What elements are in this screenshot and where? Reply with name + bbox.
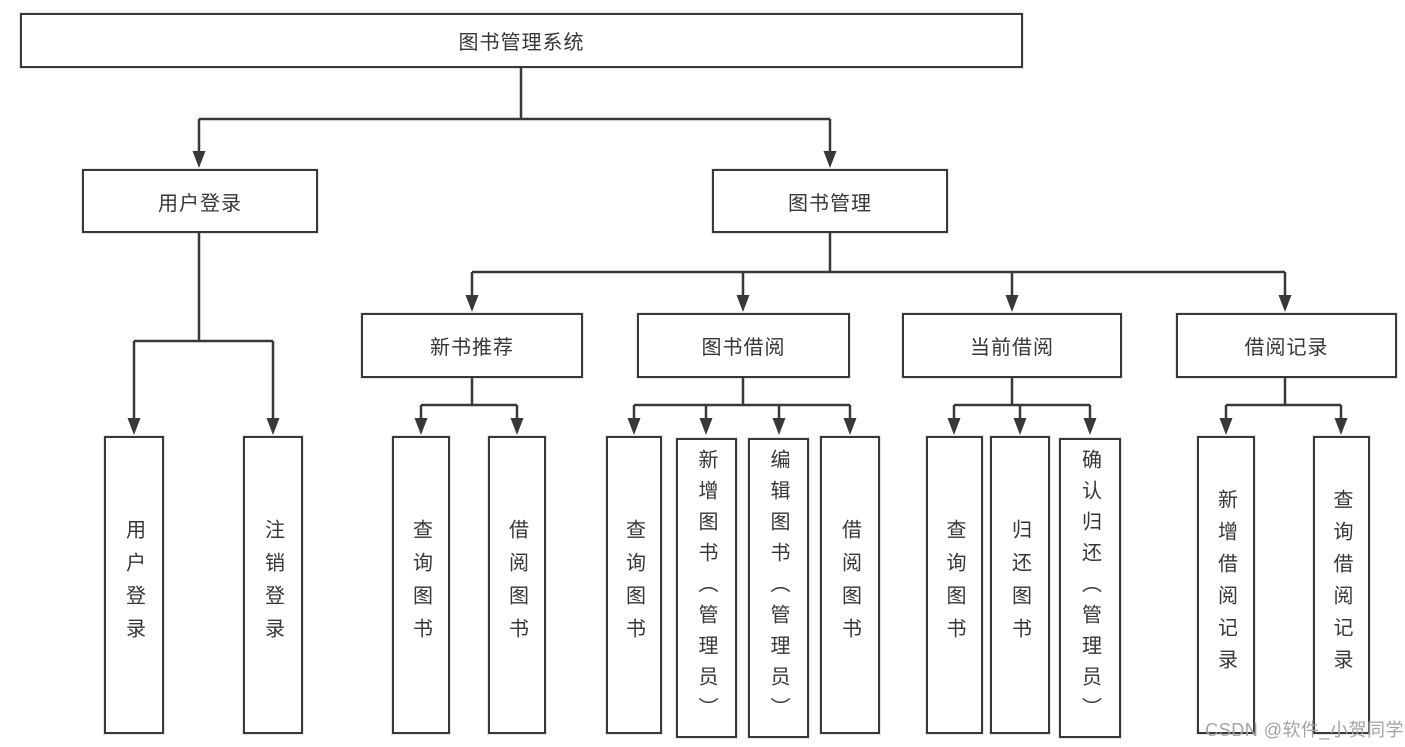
node-borrow-record-label: 借阅记录	[1244, 337, 1329, 359]
leaf-borrow-query-book-label: 查询图书	[622, 519, 645, 651]
leaf-borrow-borrow-book: 借阅图书	[820, 436, 880, 734]
leaf-add-book-admin-label: 新增图书（管理员）	[695, 448, 717, 728]
leaf-borrow-borrow-book-label: 借阅图书	[838, 519, 861, 651]
node-book-management-label: 图书管理	[788, 192, 872, 215]
node-current-borrow-label: 当前借阅	[970, 337, 1054, 359]
leaf-user-login: 用户登录	[104, 436, 164, 734]
node-new-book-recommend-label: 新书推荐	[430, 337, 514, 359]
leaf-confirm-return-admin: 确认归还（管理员）	[1059, 438, 1121, 738]
leaf-add-book-admin: 新增图书（管理员）	[676, 438, 737, 738]
leaf-logout-label: 注销登录	[261, 519, 284, 651]
node-new-book-recommend: 新书推荐	[361, 313, 583, 378]
leaf-add-borrow-record: 新增借阅记录	[1197, 436, 1255, 734]
leaf-recommend-borrow-book-label: 借阅图书	[505, 519, 528, 651]
leaf-add-borrow-record-label: 新增借阅记录	[1214, 489, 1237, 681]
leaf-recommend-query-book: 查询图书	[392, 436, 450, 734]
leaf-user-login-label: 用户登录	[122, 519, 145, 651]
leaf-current-query-book: 查询图书	[926, 436, 983, 734]
leaf-query-borrow-record-label: 查询借阅记录	[1330, 489, 1352, 681]
csdn-watermark: CSDN @软件_小贺同学	[1205, 720, 1404, 740]
leaf-logout: 注销登录	[243, 436, 303, 734]
node-root-label: 图书管理系统	[458, 32, 585, 54]
leaf-return-book-label: 归还图书	[1008, 519, 1031, 651]
connector-stems	[132, 66, 1343, 420]
node-book-borrow-label: 图书借阅	[701, 337, 786, 359]
leaf-edit-book-admin-label: 编辑图书（管理员）	[767, 448, 789, 728]
node-user-login-label: 用户登录	[158, 192, 242, 215]
leaf-confirm-return-admin-label: 确认归还（管理员）	[1078, 448, 1101, 728]
node-book-management: 图书管理	[712, 169, 948, 233]
node-book-borrow: 图书借阅	[637, 313, 850, 378]
node-borrow-record: 借阅记录	[1176, 313, 1397, 378]
leaf-return-book: 归还图书	[990, 436, 1050, 734]
node-user-login: 用户登录	[82, 169, 318, 233]
leaf-recommend-query-book-label: 查询图书	[409, 519, 432, 651]
leaf-current-query-book-label: 查询图书	[943, 519, 965, 651]
leaf-borrow-query-book: 查询图书	[606, 436, 662, 734]
leaf-query-borrow-record: 查询借阅记录	[1313, 436, 1370, 734]
node-root: 图书管理系统	[20, 13, 1023, 68]
leaf-edit-book-admin: 编辑图书（管理员）	[748, 438, 809, 738]
node-current-borrow: 当前借阅	[902, 313, 1122, 378]
leaf-recommend-borrow-book: 借阅图书	[488, 436, 546, 734]
